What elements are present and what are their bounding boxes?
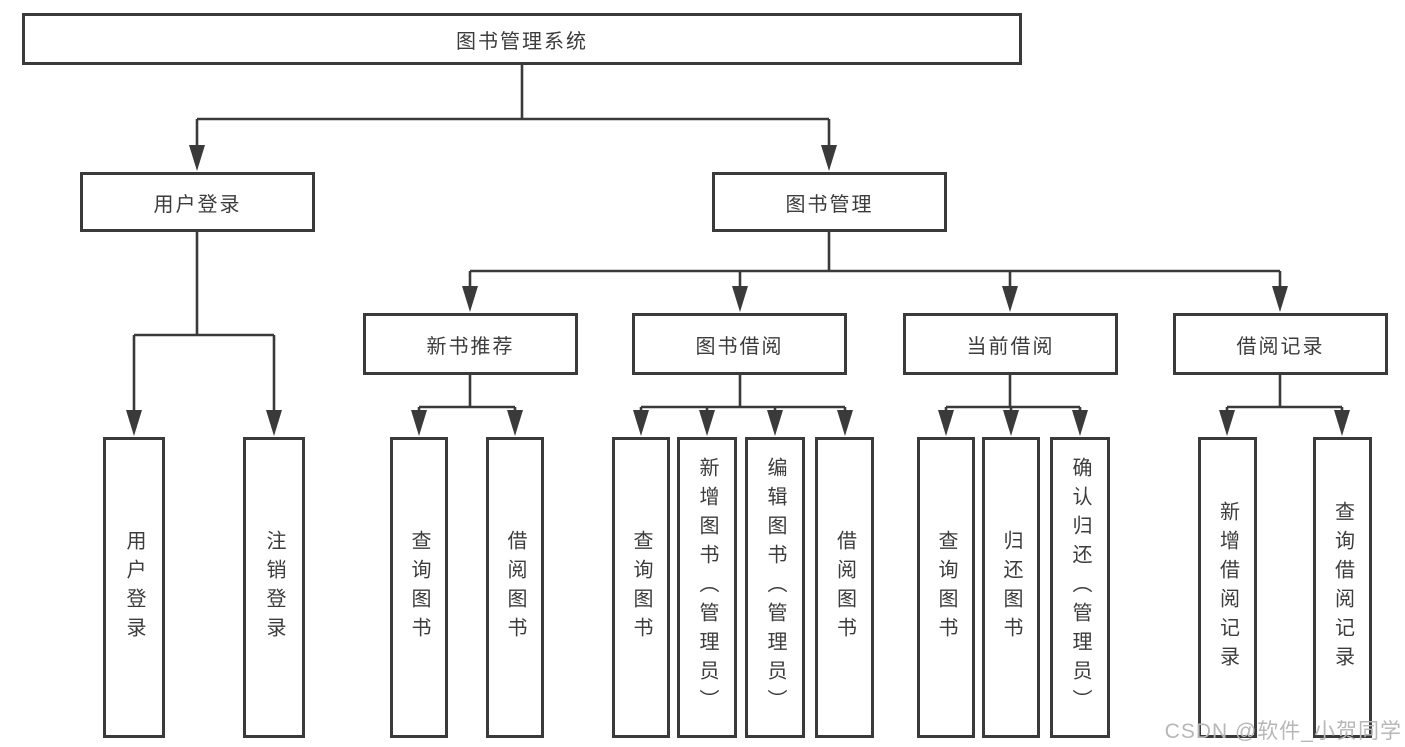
node-new-book-recommend: 新书推荐: [363, 313, 578, 375]
arrowhead: [699, 410, 715, 436]
node-root-library-system: 图书管理系统: [22, 13, 1022, 65]
connector-root-to-level1: [195, 65, 831, 150]
connector-current-to-leaves: [944, 375, 1082, 416]
arrowhead: [1003, 410, 1019, 436]
leaf-borrow-books: 借阅图书: [815, 437, 874, 738]
node-user-login: 用户登录: [80, 172, 315, 232]
arrowhead: [633, 410, 649, 436]
leaf-add-borrow-record: 新增借阅记录: [1198, 437, 1257, 738]
arrowhead: [1072, 410, 1088, 436]
leaf-query-books-recommend: 查询图书: [390, 437, 448, 738]
leaf-edit-books-admin: 编辑图书（管理员）: [745, 437, 805, 738]
node-current-borrowing: 当前借阅: [903, 313, 1118, 375]
leaf-return-books: 归还图书: [982, 437, 1040, 738]
connector-borrowing-to-leaves: [639, 375, 847, 416]
leaf-borrow-books-recommend: 借阅图书: [486, 437, 544, 738]
connector-management-to-level2: [468, 232, 1282, 292]
arrowhead: [938, 410, 954, 436]
arrowhead: [767, 410, 783, 436]
arrowhead: [189, 145, 205, 171]
arrowhead: [507, 410, 523, 436]
leaf-user-login: 用户登录: [103, 437, 165, 738]
node-book-borrowing: 图书借阅: [632, 313, 847, 375]
arrowheads: [126, 145, 1350, 436]
connector-recommend-to-leaves: [417, 375, 517, 416]
arrowhead: [821, 145, 837, 171]
leaf-confirm-return-admin: 确认归还（管理员）: [1050, 437, 1110, 738]
arrowhead: [462, 286, 478, 312]
connector-login-to-leaves: [132, 232, 276, 416]
arrowhead: [411, 410, 427, 436]
arrowhead: [1219, 410, 1235, 436]
arrowhead: [1272, 286, 1288, 312]
csdn-watermark: CSDN @软件_小贺同学: [1164, 720, 1402, 743]
leaf-logout: 注销登录: [243, 437, 305, 738]
arrowhead: [732, 286, 748, 312]
node-borrowing-records: 借阅记录: [1173, 313, 1388, 375]
leaf-query-books-borrowing: 查询图书: [612, 437, 670, 738]
arrowhead: [266, 410, 282, 436]
leaf-add-books-admin: 新增图书（管理员）: [677, 437, 737, 738]
arrowhead: [1002, 286, 1018, 312]
arrowhead: [837, 410, 853, 436]
leaf-query-books-current: 查询图书: [917, 437, 975, 738]
arrowhead: [126, 410, 142, 436]
connector-records-to-leaves: [1225, 375, 1344, 416]
leaf-query-borrow-record: 查询借阅记录: [1313, 437, 1372, 738]
node-book-management: 图书管理: [712, 172, 947, 232]
arrowhead: [1334, 410, 1350, 436]
